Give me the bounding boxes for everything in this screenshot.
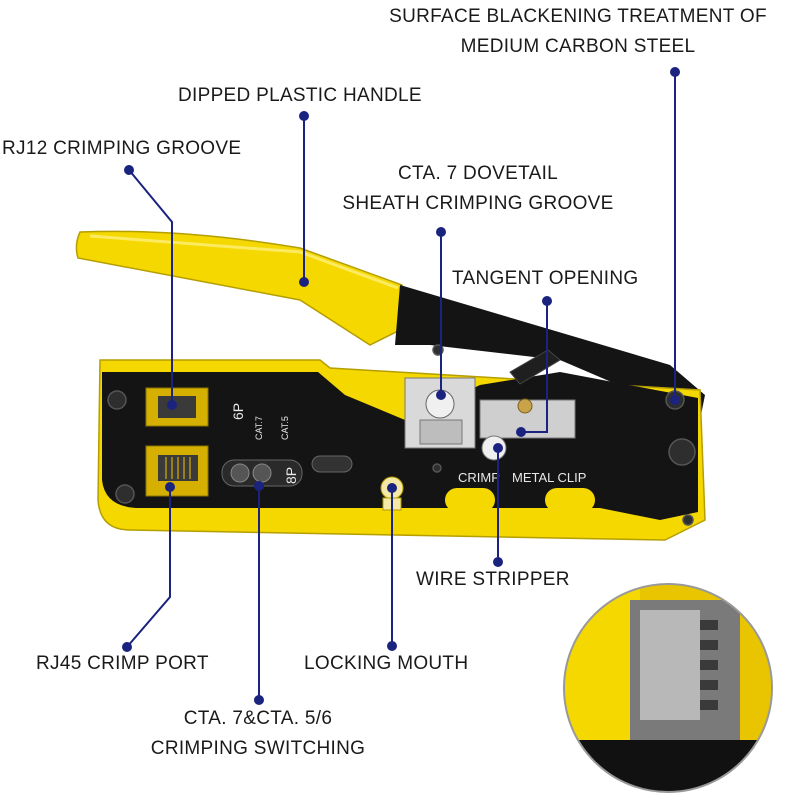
- label-cat7: CAT.7: [254, 416, 264, 440]
- callout-surface-line1: SURFACE BLACKENING TREATMENT OF: [389, 6, 767, 27]
- callout-handle: DIPPED PLASTIC HANDLE: [178, 85, 422, 106]
- label-8p: 8P: [283, 467, 299, 484]
- label-crimp: CRIMP: [458, 470, 500, 485]
- callout-switching-line1: CTA. 7&CTA. 5/6: [183, 708, 333, 729]
- leader-dots: [122, 67, 680, 705]
- callout-dovetail: CTA. 7 DOVETAIL SHEATH CRIMPING GROOVE: [342, 159, 613, 219]
- callout-rj12: RJ12 CRIMPING GROOVE: [2, 138, 242, 159]
- grip-pad: [445, 488, 495, 512]
- callout-switching-line2: CRIMPING SWITCHING: [150, 738, 366, 759]
- callout-rj45: RJ45 CRIMP PORT: [36, 653, 209, 674]
- callout-switching: CTA. 7&CTA. 5/6 CRIMPING SWITCHING: [151, 704, 365, 764]
- leader-lines: [126, 72, 676, 700]
- callout-locking: LOCKING MOUTH: [304, 653, 469, 674]
- callout-surface-treatment: SURFACE BLACKENING TREATMENT OF MEDIUM C…: [389, 2, 767, 62]
- inset-zoom-circle: [564, 584, 772, 792]
- label-6p: 6P: [230, 403, 246, 420]
- callout-dovetail-line2: SHEATH CRIMPING GROOVE: [342, 193, 614, 214]
- callout-dovetail-line1: CTA. 7 DOVETAIL: [397, 163, 559, 184]
- callout-wire-stripper: WIRE STRIPPER: [416, 569, 570, 590]
- label-cat5: CAT.5: [280, 416, 290, 440]
- callout-tangent: TANGENT OPENING: [452, 268, 639, 289]
- callout-surface-line2: MEDIUM CARBON STEEL: [460, 36, 696, 57]
- grip-pad: [545, 488, 595, 512]
- label-metal-clip: METAL CLIP: [512, 470, 586, 485]
